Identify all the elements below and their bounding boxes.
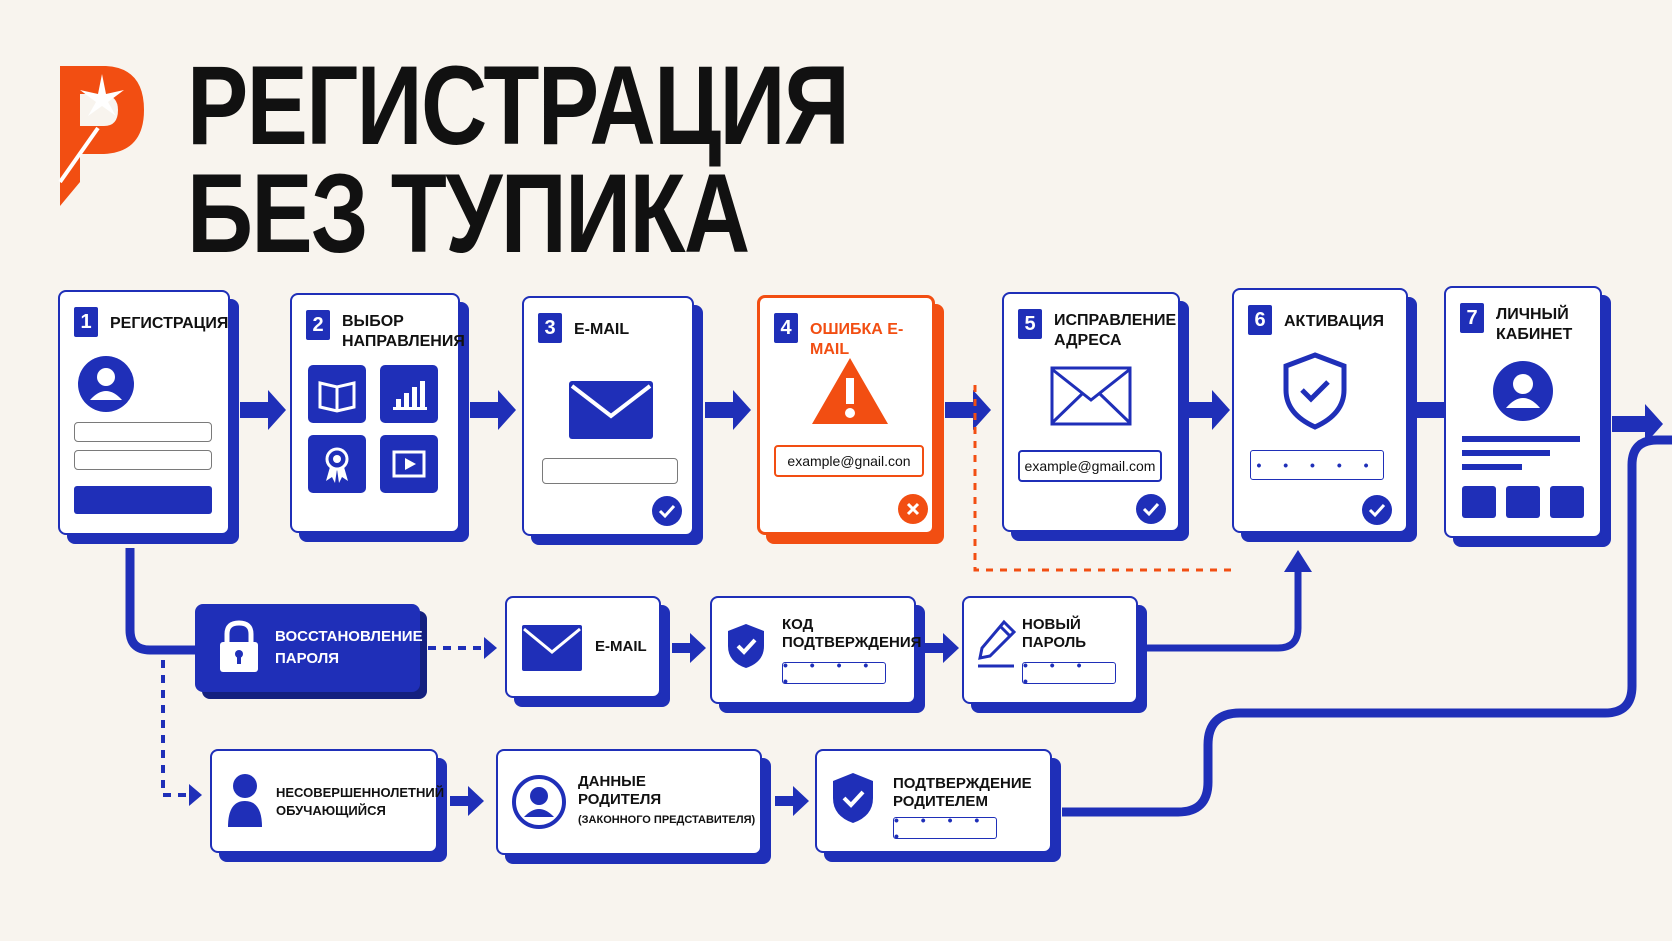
error-loop-dashed [973, 385, 1235, 572]
step-card-direction[interactable]: 2 ВЫБОР НАПРАВЛЕНИЯ [290, 293, 465, 533]
recovery-email-label: E-MAIL [595, 638, 647, 655]
direction-tile-books[interactable] [308, 365, 366, 423]
step-title: АКТИВАЦИЯ [1284, 313, 1384, 330]
parent-data-label: ДАННЫЕ РОДИТЕЛЯ [578, 773, 662, 808]
check-icon [652, 496, 682, 526]
step-title: ИСПРАВЛЕНИЕ АДРЕСА [1054, 312, 1177, 349]
step-card-email-error[interactable]: 4 ОШИБКА E-MAIL example@gnail.con [757, 295, 935, 535]
step-title: ВЫБОР НАПРАВЛЕНИЯ [342, 313, 465, 350]
wrong-email-value: example@gnail.con [787, 453, 911, 469]
code-dots: • • • • • [1256, 457, 1378, 473]
direction-tile-analytics[interactable] [380, 365, 438, 423]
name-input[interactable] [74, 422, 212, 442]
line-newpassword-to-activation [1147, 570, 1302, 652]
award-medal-icon [325, 447, 349, 483]
envelope-icon [522, 625, 582, 671]
title-line-1: РЕГИСТРАЦИЯ [187, 43, 850, 168]
lock-icon [220, 620, 258, 672]
parent-confirmation-label: ПОДТВЕРЖДЕНИЕ РОДИТЕЛЕМ [893, 775, 1032, 810]
error-x-icon [898, 494, 928, 524]
user-avatar-icon [1493, 361, 1553, 421]
step-card-personal-cabinet[interactable]: 7 ЛИЧНЫЙ КАБИНЕТ [1444, 286, 1602, 538]
step-title: ЛИЧНЫЙ КАБИНЕТ [1496, 306, 1573, 343]
line-step1-to-minor [161, 660, 195, 797]
step-number: 5 [1018, 309, 1042, 339]
dashboard-tile[interactable] [1462, 486, 1496, 518]
check-icon [1362, 495, 1392, 525]
corrected-email-value: example@gmail.com [1024, 458, 1156, 474]
step-card-email[interactable]: 3 E-MAIL [522, 296, 694, 536]
pen-edit-icon [978, 619, 1017, 668]
page-title: РЕГИСТРАЦИЯ БЕЗ ТУПИКА [187, 43, 850, 276]
minor-student-label: НЕСОВЕРШЕННОЛЕТНИЙ ОБУЧАЮЩИЙСЯ [276, 785, 445, 818]
profile-line [1462, 436, 1580, 442]
arrow-4-5 [945, 390, 991, 430]
bar-chart-icon [393, 381, 427, 410]
shield-check-icon [728, 624, 764, 668]
check-icon [1136, 494, 1166, 524]
password-dots: • • • • [1023, 657, 1091, 689]
confirmation-code-card[interactable]: КОД ПОДТВЕРЖДЕНИЯ • • • • • [710, 596, 922, 704]
shield-check-icon [1283, 352, 1347, 430]
parent-confirmation-field[interactable]: • • • • • [893, 812, 997, 844]
direction-tile-video[interactable] [380, 435, 438, 493]
person-icon [228, 774, 262, 827]
new-password-card[interactable]: НОВЫЙ ПАРОЛЬ • • • • [962, 596, 1138, 704]
parent-data-card[interactable]: ДАННЫЕ РОДИТЕЛЯ (ЗАКОННОГО ПРЕДСТАВИТЕЛЯ… [496, 749, 762, 855]
email-input[interactable] [542, 458, 678, 484]
recovery-email-card[interactable]: E-MAIL [505, 596, 661, 698]
step-card-fix-address[interactable]: 5 ИСПРАВЛЕНИЕ АДРЕСА example@gmail.com [1002, 292, 1180, 532]
confirmation-code-label: КОД ПОДТВЕРЖДЕНИЯ [782, 616, 922, 651]
step-number: 4 [774, 313, 798, 343]
arrow-3-4 [705, 390, 751, 430]
corrected-email-input[interactable]: example@gmail.com [1018, 450, 1162, 482]
video-play-icon [392, 450, 426, 478]
arrow-2-3 [470, 390, 516, 430]
book-icon [318, 381, 356, 413]
stylized-p-logo-icon [58, 66, 144, 206]
step-title: ОШИБКА E-MAIL [810, 321, 904, 358]
user-avatar-icon [78, 356, 134, 412]
user-avatar-icon [512, 775, 566, 829]
parent-confirmation-card[interactable]: ПОДТВЕРЖДЕНИЕ РОДИТЕЛЕМ • • • • • [815, 749, 1052, 853]
new-password-field[interactable]: • • • • [1022, 657, 1116, 689]
step-number: 3 [538, 313, 562, 343]
line-step1-to-recovery [125, 548, 200, 655]
step-title: РЕГИСТРАЦИЯ [110, 315, 229, 332]
direction-tile-awards[interactable] [308, 435, 366, 493]
step-card-registration[interactable]: 1 РЕГИСТРАЦИЯ [58, 290, 230, 535]
activation-code-field[interactable]: • • • • • [1250, 450, 1384, 480]
arrow-7-out [1612, 404, 1663, 444]
minor-student-card[interactable]: НЕСОВЕРШЕННОЛЕТНИЙ ОБУЧАЮЩИЙСЯ [210, 749, 445, 853]
code-dots: • • • • • [894, 812, 989, 844]
password-input[interactable] [74, 450, 212, 470]
envelope-icon [569, 381, 653, 439]
step-number: 6 [1248, 305, 1272, 335]
step-number: 2 [306, 310, 330, 340]
step-number: 1 [74, 307, 98, 337]
code-dots: • • • • • [783, 657, 878, 689]
dashboard-tile[interactable] [1506, 486, 1540, 518]
envelope-outline-icon [1050, 366, 1132, 426]
profile-line [1462, 464, 1522, 470]
warning-icon [812, 358, 888, 424]
recovery-label: ВОССТАНОВЛЕНИЕ ПАРОЛЯ [275, 628, 423, 667]
profile-line [1462, 450, 1550, 456]
step-card-activation[interactable]: 6 АКТИВАЦИЯ • • • • • [1232, 288, 1408, 533]
line-minor-to-cabinet [1062, 435, 1672, 817]
arrow-5-6 [1184, 390, 1230, 430]
shield-check-icon [833, 773, 873, 823]
title-line-2: БЕЗ ТУПИКА [187, 151, 750, 276]
submit-button[interactable] [74, 486, 212, 514]
step-number: 7 [1460, 303, 1484, 333]
password-recovery-block[interactable]: ВОССТАНОВЛЕНИЕ ПАРОЛЯ [195, 604, 423, 692]
dashboard-tile[interactable] [1550, 486, 1584, 518]
new-password-label: НОВЫЙ ПАРОЛЬ [1022, 616, 1087, 651]
arrow-1-2 [240, 390, 286, 430]
confirmation-code-field[interactable]: • • • • • [782, 657, 886, 689]
step-title: E-MAIL [574, 321, 630, 338]
wrong-email-input[interactable]: example@gnail.con [774, 445, 924, 477]
parent-data-note: (ЗАКОННОГО ПРЕДСТАВИТЕЛЯ) [578, 814, 756, 826]
